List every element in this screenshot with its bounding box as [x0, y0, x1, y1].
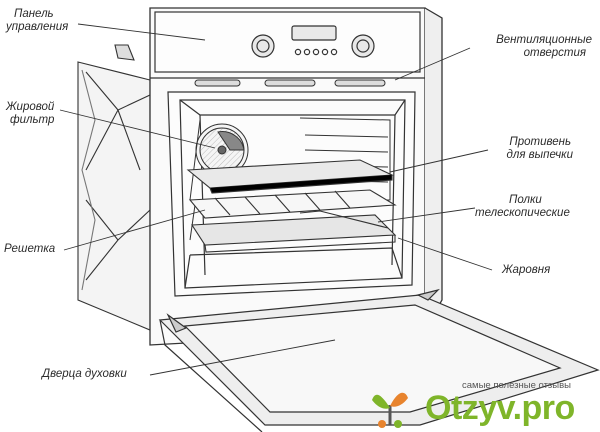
- oven-door: [158, 288, 600, 432]
- watermark-tagline: самые полезные отзывы: [462, 380, 571, 391]
- label-roaster-text: Жаровня: [502, 264, 551, 276]
- label-shelves-line1: Полки: [509, 194, 542, 206]
- label-door: Дверца духовки: [42, 368, 127, 381]
- label-grease-filter-line1: Жировой: [6, 101, 55, 113]
- label-grease-filter: Жировой фильтр: [6, 101, 54, 127]
- label-control-panel: Панель управления: [6, 8, 68, 34]
- sprout-icon: [372, 392, 408, 428]
- baking-tray: [186, 159, 395, 194]
- label-baking-tray-line2: для выпечки: [506, 149, 573, 161]
- roaster-pan: [191, 210, 397, 253]
- label-baking-tray-line1: Противень: [509, 136, 571, 148]
- label-control-panel-line1: Панель: [14, 8, 54, 20]
- label-grill: Решетка: [4, 243, 55, 256]
- left-knob: [251, 34, 275, 58]
- leader-lines: [59, 23, 493, 376]
- label-shelves: Полки телескопические: [475, 194, 570, 220]
- label-vents: Вентиляционные отверстия: [496, 34, 592, 60]
- wire-grill: [188, 189, 397, 219]
- control-panel: [154, 11, 421, 73]
- right-knob: [351, 34, 375, 58]
- label-door-text: Дверца духовки: [42, 368, 127, 380]
- label-grill-text: Решетка: [4, 243, 56, 255]
- label-vents-line2: отверстия: [523, 47, 586, 59]
- label-grease-filter-line2: фильтр: [10, 114, 55, 126]
- vent-slots: [194, 79, 386, 87]
- label-shelves-line2: телескопические: [475, 207, 570, 219]
- display-window: [291, 25, 337, 41]
- label-baking-tray: Противень для выпечки: [506, 136, 573, 162]
- label-control-panel-line2: управления: [6, 21, 69, 33]
- oven-side-panel: [77, 44, 151, 331]
- watermark-logo: Otzyv.pro: [425, 389, 575, 427]
- label-roaster: Жаровня: [502, 264, 550, 277]
- label-vents-line1: Вентиляционные: [496, 34, 592, 46]
